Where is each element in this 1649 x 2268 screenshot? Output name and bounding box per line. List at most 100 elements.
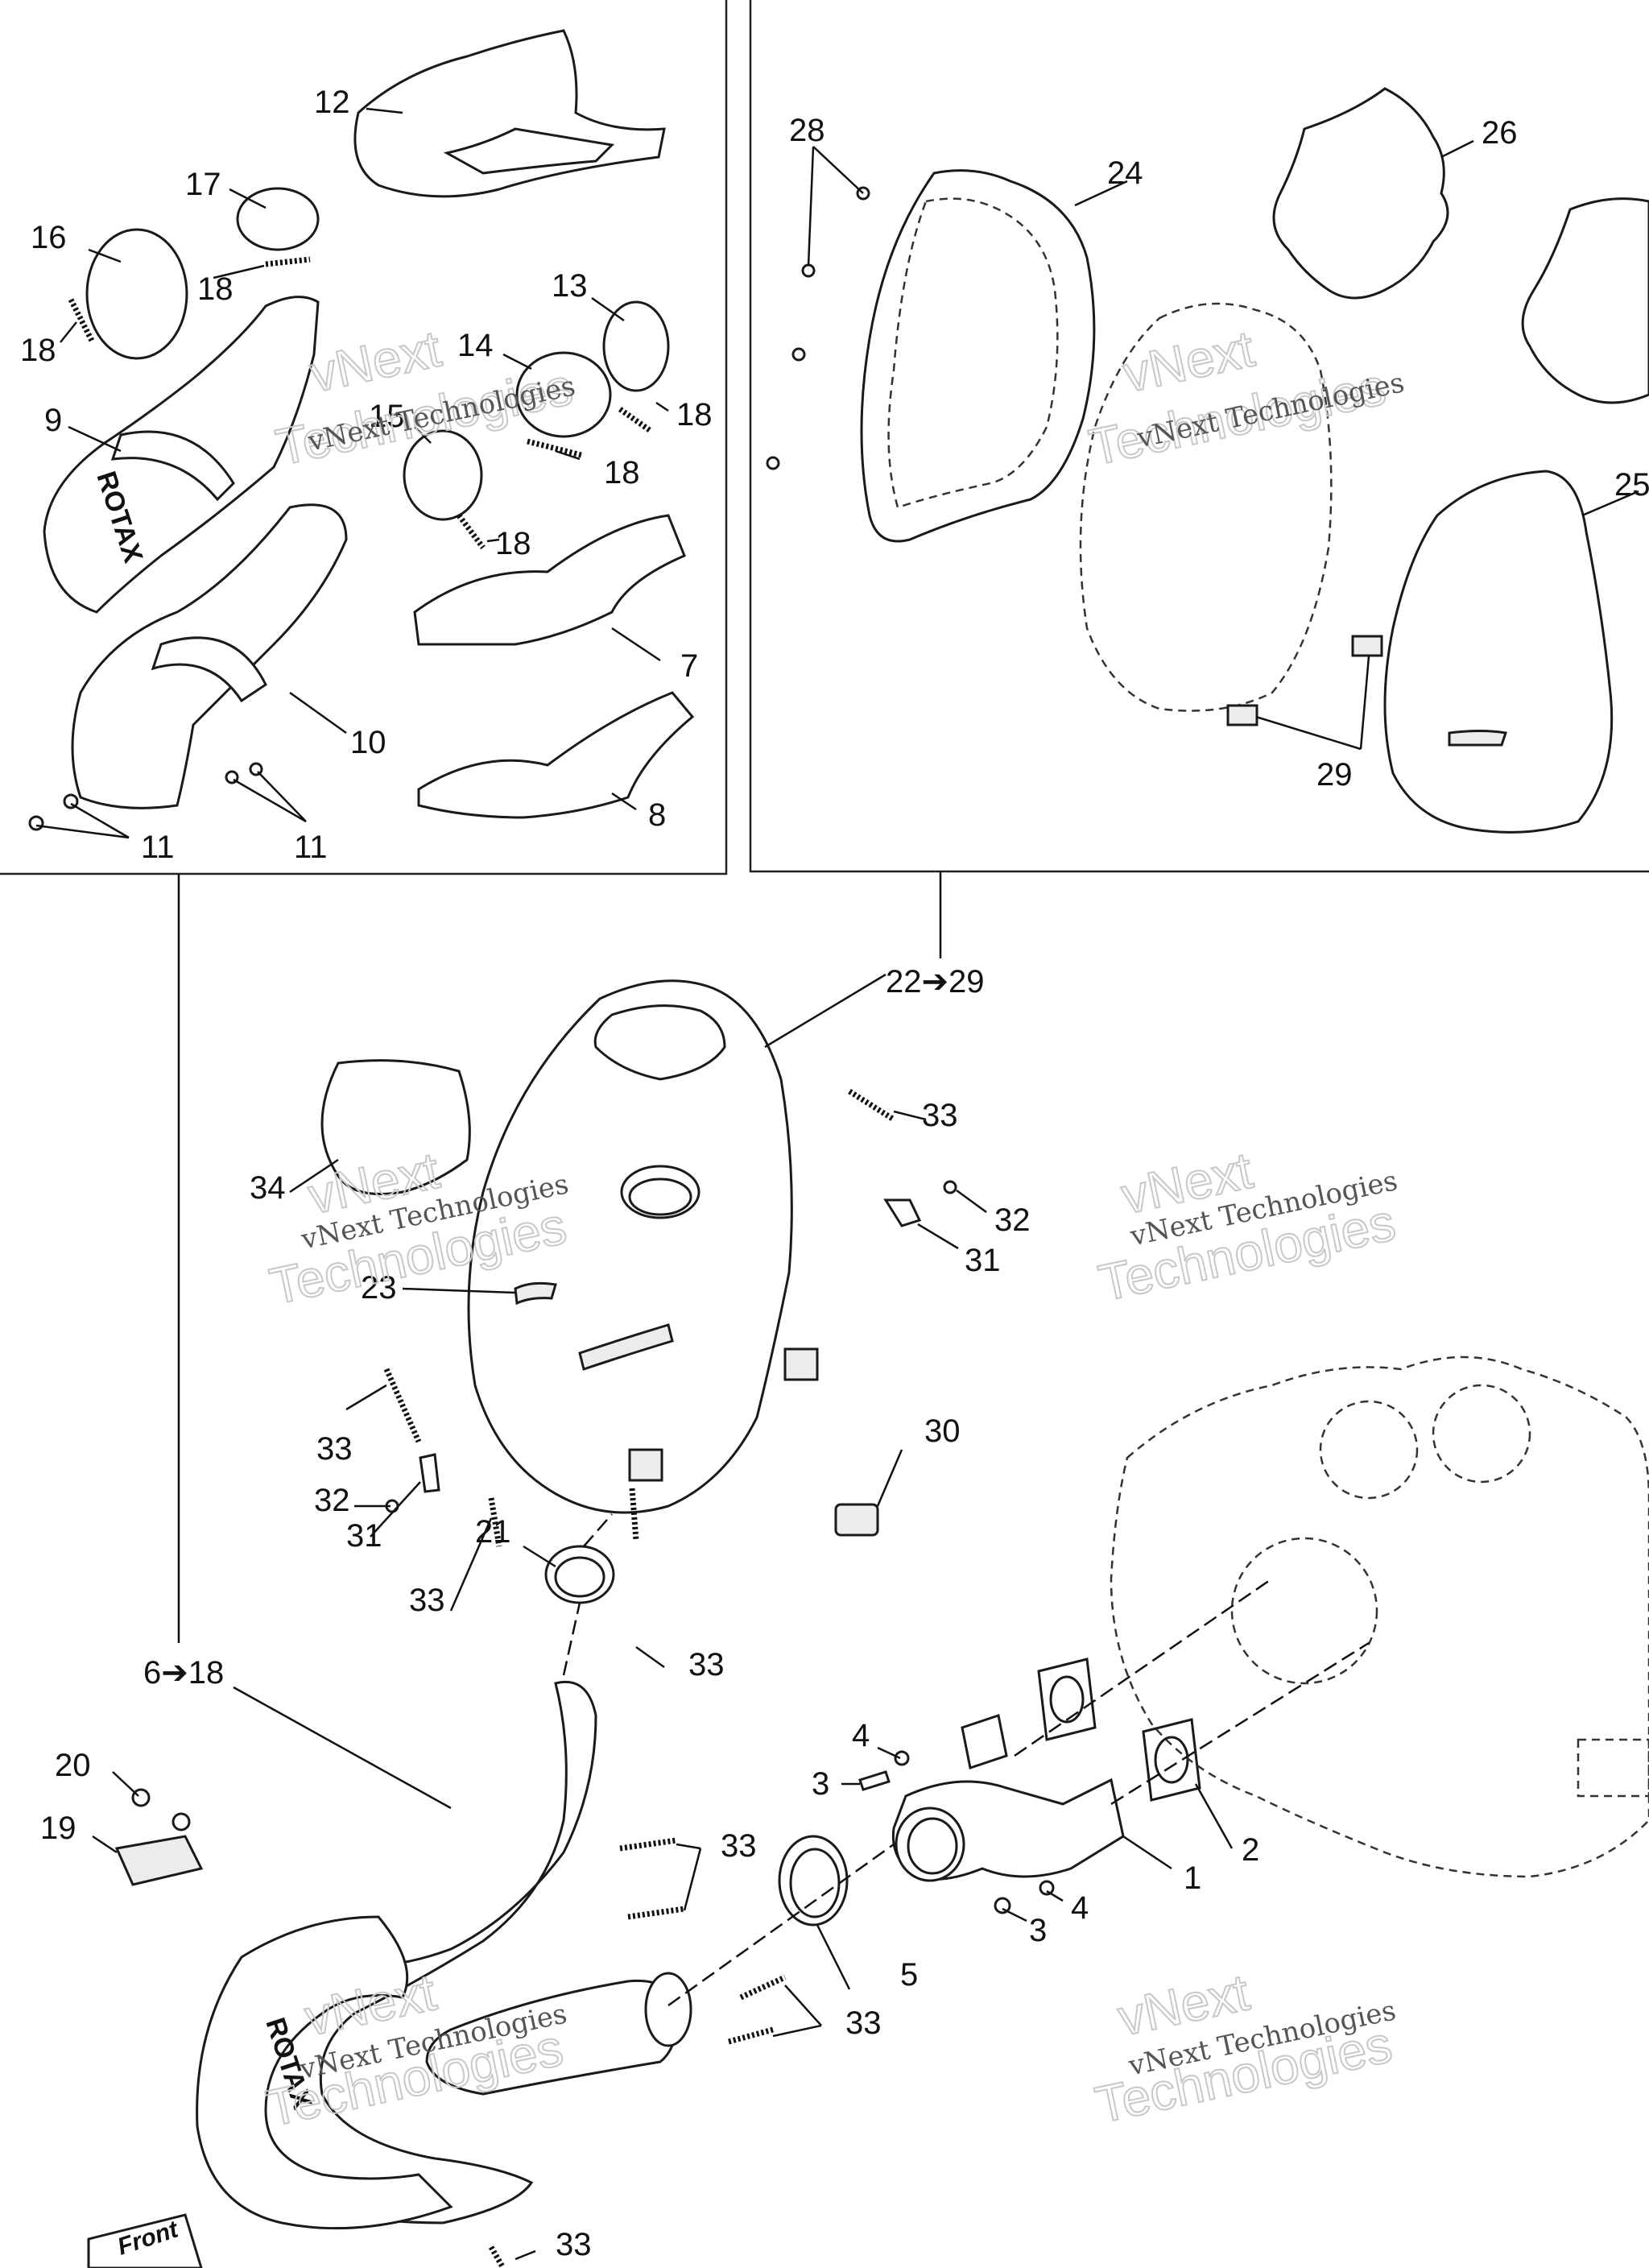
spring-33-f: [627, 1906, 685, 1920]
callout-24: 24: [1107, 155, 1143, 191]
callout-32-left: 32: [314, 1483, 350, 1518]
callout-18-a: 18: [197, 271, 234, 307]
callout-9: 9: [44, 403, 62, 438]
spring-33-b: [383, 1368, 422, 1443]
callout-14: 14: [457, 328, 494, 363]
callout-18-e: 18: [495, 526, 531, 561]
grommet-29-a: [1226, 704, 1258, 726]
callout-17: 17: [185, 167, 221, 202]
muffler-cover-24: [860, 169, 1096, 543]
seal-ring-21-inner: [554, 1556, 605, 1598]
muffler-cover-24-inner: [887, 197, 1059, 509]
callout-18-c: 18: [676, 397, 713, 432]
callout-26: 26: [1482, 115, 1518, 151]
muffler-foot-right: [783, 1347, 819, 1381]
manifold-flange-upper: [961, 1714, 1008, 1769]
muffler-cover-25-slot: [1448, 730, 1507, 747]
screw-20-b: [172, 1812, 191, 1831]
left-inset-frame: [0, 0, 728, 875]
spring-33-h: [728, 2026, 774, 2045]
heat-shield-27: [1521, 197, 1649, 404]
watermark-2: vNext Technologies vNext Technologies: [1084, 318, 1407, 477]
muffler-outlet: [620, 1165, 701, 1219]
callout-6-18: 6➔18: [143, 1655, 224, 1691]
callout-21: 21: [475, 1514, 511, 1550]
spring-33-e: [619, 1837, 677, 1852]
grommet-29-b: [1351, 635, 1383, 657]
muffler-foot-left: [628, 1448, 663, 1482]
callout-33-pipe-lower: 33: [845, 2005, 882, 2041]
right-inset-parts: [766, 87, 1649, 834]
tail-pipe-flange: [644, 1972, 692, 2047]
heat-shield-8: [417, 691, 695, 819]
clamp-17: [236, 187, 320, 251]
engine-cylinder-a: [1319, 1400, 1419, 1500]
callout-33-ring-right: 33: [688, 1647, 725, 1682]
callout-33-ring-left: 33: [409, 1583, 445, 1618]
engine-outline: [1110, 1355, 1649, 1878]
engine-crankcase: [1230, 1537, 1378, 1685]
callout-28: 28: [789, 113, 825, 148]
callout-22-29: 22➔29: [886, 964, 985, 999]
callout-34: 34: [250, 1170, 286, 1206]
ring-to-muffler-line: [583, 1513, 613, 1547]
callout-33-bottom: 33: [556, 2227, 592, 2262]
clamp-15: [403, 429, 483, 521]
muffler-outline-ghost: [1079, 302, 1333, 712]
spring-33-g: [739, 1974, 787, 2001]
muffler-cover-25: [1383, 470, 1614, 834]
bracket-31-a: [883, 1198, 922, 1227]
callout-31-right: 31: [965, 1243, 1001, 1278]
muffler-22: [467, 979, 793, 1514]
nut-32-a: [943, 1180, 957, 1194]
callout-3-lower: 3: [1029, 1913, 1047, 1948]
callout-33-muffler-right: 33: [922, 1098, 958, 1133]
pipe-to-manifold-line: [667, 1843, 895, 2007]
bolt-3-b: [994, 1897, 1011, 1914]
callout-20: 20: [55, 1748, 91, 1783]
nut-28-c: [791, 347, 806, 362]
spring-18-b: [68, 298, 96, 344]
heat-shield-34: [320, 1059, 471, 1195]
callout-5: 5: [900, 1957, 918, 1993]
callout-15: 15: [369, 399, 405, 434]
callout-10: 10: [350, 725, 386, 760]
callout-29: 29: [1316, 757, 1353, 793]
gasket-2-upper: [1037, 1658, 1097, 1741]
callout-8: 8: [648, 797, 666, 833]
heat-shield-26: [1272, 87, 1449, 300]
tail-pipe: [425, 1979, 679, 2096]
manifold-to-engine-line-a: [1014, 1577, 1273, 1757]
callout-13: 13: [552, 268, 588, 304]
callout-32-right: 32: [994, 1202, 1031, 1238]
washer-4-a: [894, 1750, 910, 1766]
clamp-13: [602, 300, 670, 392]
callout-19: 19: [40, 1811, 76, 1846]
callout-leaders: [35, 107, 1639, 2261]
muffler-outlet-inner: [628, 1177, 692, 1216]
callout-4-upper: 4: [852, 1718, 870, 1753]
spring-18-d: [527, 438, 582, 458]
pipe-to-ring-line: [562, 1602, 581, 1676]
connector-30: [834, 1503, 879, 1537]
clamp-16: [85, 228, 188, 360]
callout-18-d: 18: [604, 455, 640, 490]
spring-18-c: [618, 407, 653, 433]
callout-31-left: 31: [346, 1518, 382, 1554]
callout-2: 2: [1242, 1832, 1259, 1868]
callout-7: 7: [680, 648, 698, 684]
spring-33-d: [629, 1488, 639, 1541]
heat-shield-12-inner: [443, 127, 615, 175]
watermark-4: vNext Technologies vNext Technologies: [1093, 1140, 1401, 1314]
callout-16: 16: [31, 220, 67, 255]
spring-33-c: [488, 1497, 502, 1547]
muffler-bracket-23: [514, 1281, 557, 1306]
spring-33-i: [488, 2245, 506, 2268]
muffler-assembly: [320, 979, 957, 1604]
callout-3-upper: 3: [812, 1766, 829, 1802]
front-indicator: Front: [87, 2213, 203, 2268]
grommet-11-b: [28, 815, 44, 831]
callout-18-b: 18: [20, 333, 56, 368]
right-inset-frame: [749, 0, 1649, 873]
